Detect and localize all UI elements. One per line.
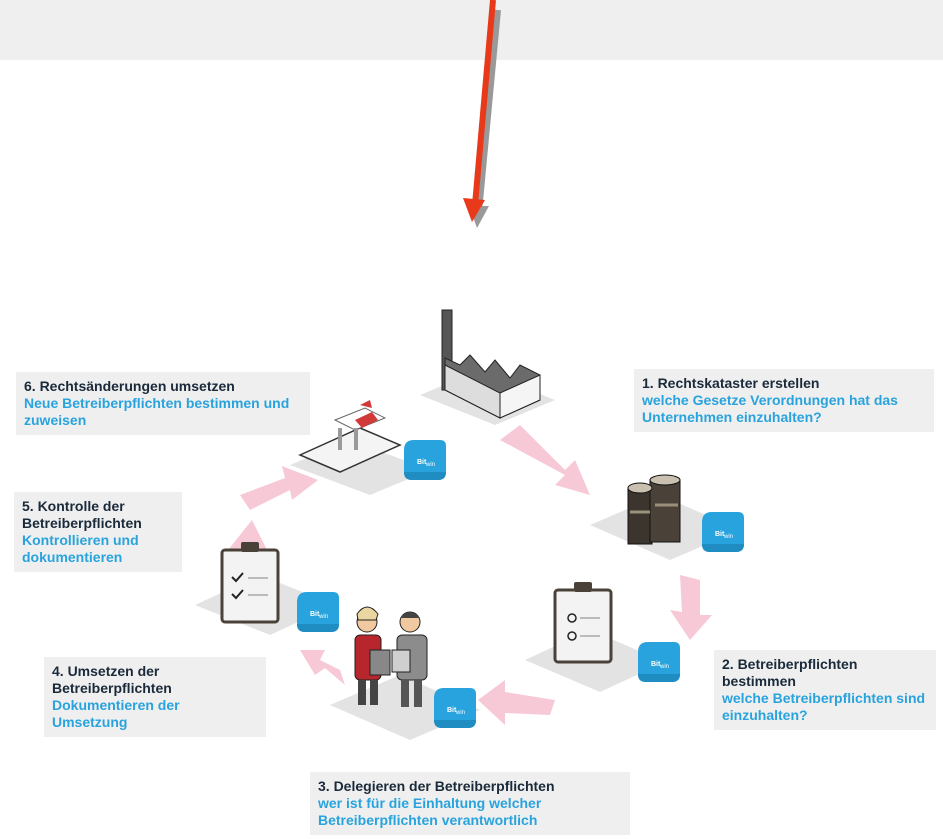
step-6-description: Neue Betreiberpflichten bestimmen und zu… bbox=[24, 395, 290, 428]
step-3-description: wer ist für die Einhaltung welcher Betre… bbox=[318, 795, 542, 828]
bitwin-badge-icon bbox=[404, 440, 446, 480]
clipboard-icon bbox=[553, 582, 613, 664]
step-6-label: 6. Rechtsänderungen umsetzen Neue Betrei… bbox=[16, 372, 310, 435]
bitwin-badge-icon bbox=[297, 592, 339, 632]
step-3-label: 3. Delegieren der Betreiberpflichten wer… bbox=[310, 772, 630, 835]
factory-icon bbox=[441, 309, 541, 419]
step-2-description: welche Betreiberpflichten sind einzuhalt… bbox=[722, 690, 926, 723]
bitwin-badge-icon bbox=[702, 512, 744, 552]
step-1-description: welche Gesetze Verordnungen hat das Unte… bbox=[642, 392, 898, 425]
books-icon bbox=[627, 474, 681, 545]
step-4-title: 4. Umsetzen der Betreiberpflichten bbox=[52, 663, 172, 696]
step-5-title: 5. Kontrolle der Betreiberpflichten bbox=[22, 498, 142, 531]
blueprint-icon bbox=[298, 400, 402, 473]
checklist-icon bbox=[220, 542, 280, 624]
step-3-title: 3. Delegieren der Betreiberpflichten bbox=[318, 778, 555, 794]
step-1-label: 1. Rechtskataster erstellen welche Geset… bbox=[634, 369, 934, 432]
header-bar bbox=[0, 0, 943, 60]
step-2-title: 2. Betreiberpflichten bestimmen bbox=[722, 656, 858, 689]
step-5-label: 5. Kontrolle der Betreiberpflichten Kont… bbox=[14, 492, 182, 572]
step-5-description: Kontrollieren und dokumentieren bbox=[22, 532, 139, 565]
pointer-arrow bbox=[463, 0, 501, 228]
step-4-description: Dokumentieren der Umsetzung bbox=[52, 697, 180, 730]
step-4-label: 4. Umsetzen der Betreiberpflichten Dokum… bbox=[44, 657, 266, 737]
step-6-title: 6. Rechtsänderungen umsetzen bbox=[24, 378, 235, 394]
step-2-label: 2. Betreiberpflichten bestimmen welche B… bbox=[714, 650, 936, 730]
flow-arrows bbox=[228, 425, 712, 725]
bitwin-badge-icon bbox=[638, 642, 680, 682]
people-icon bbox=[354, 606, 428, 707]
step-1-title: 1. Rechtskataster erstellen bbox=[642, 375, 820, 391]
bitwin-badge-icon bbox=[434, 688, 476, 728]
